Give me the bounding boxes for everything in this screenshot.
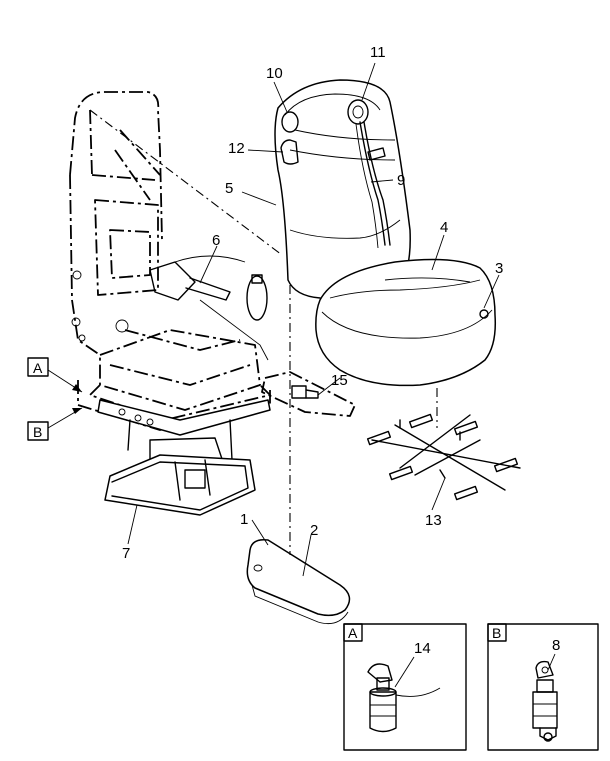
callout-12: 12 <box>228 140 245 157</box>
arrow-b-icon <box>72 408 82 414</box>
view-marker-b-box <box>27 421 49 441</box>
detail-box-a: A 14 <box>343 623 467 751</box>
assembly-lines <box>89 109 438 555</box>
detail-a-label: A <box>348 625 358 641</box>
callout-15: 15 <box>331 372 348 389</box>
callout-8: 8 <box>552 637 560 654</box>
spring-mat <box>366 413 521 501</box>
callout-6: 6 <box>212 232 220 249</box>
view-marker-b-group: B <box>27 407 83 441</box>
callout-10: 10 <box>266 65 283 82</box>
detail-box-b: B 8 <box>487 623 599 751</box>
callout-2: 2 <box>310 522 318 539</box>
suspension-base <box>97 399 271 516</box>
seat-belt <box>355 121 391 249</box>
callout-5: 5 <box>225 180 233 197</box>
callout-11: 11 <box>370 44 386 61</box>
callout-labels: 11 10 12 5 9 4 3 6 15 7 1 2 13 <box>122 44 503 562</box>
callout-3: 3 <box>495 260 503 277</box>
seat-cushion <box>315 258 497 387</box>
arrow-a-icon <box>72 384 82 392</box>
view-marker-a-group: A <box>27 357 83 393</box>
leader-lines <box>127 62 500 577</box>
pump-assembly <box>149 255 269 361</box>
callout-4: 4 <box>440 219 448 236</box>
callout-14: 14 <box>414 640 431 657</box>
callout-7: 7 <box>122 545 130 562</box>
callout-1: 1 <box>240 511 248 528</box>
view-marker-b: B <box>33 424 42 440</box>
callout-9: 9 <box>397 172 405 189</box>
armrest <box>246 538 351 625</box>
view-marker-a-box <box>27 357 49 377</box>
detail-b-label: B <box>492 625 501 641</box>
callout-13: 13 <box>425 512 442 529</box>
view-marker-a: A <box>33 360 43 376</box>
